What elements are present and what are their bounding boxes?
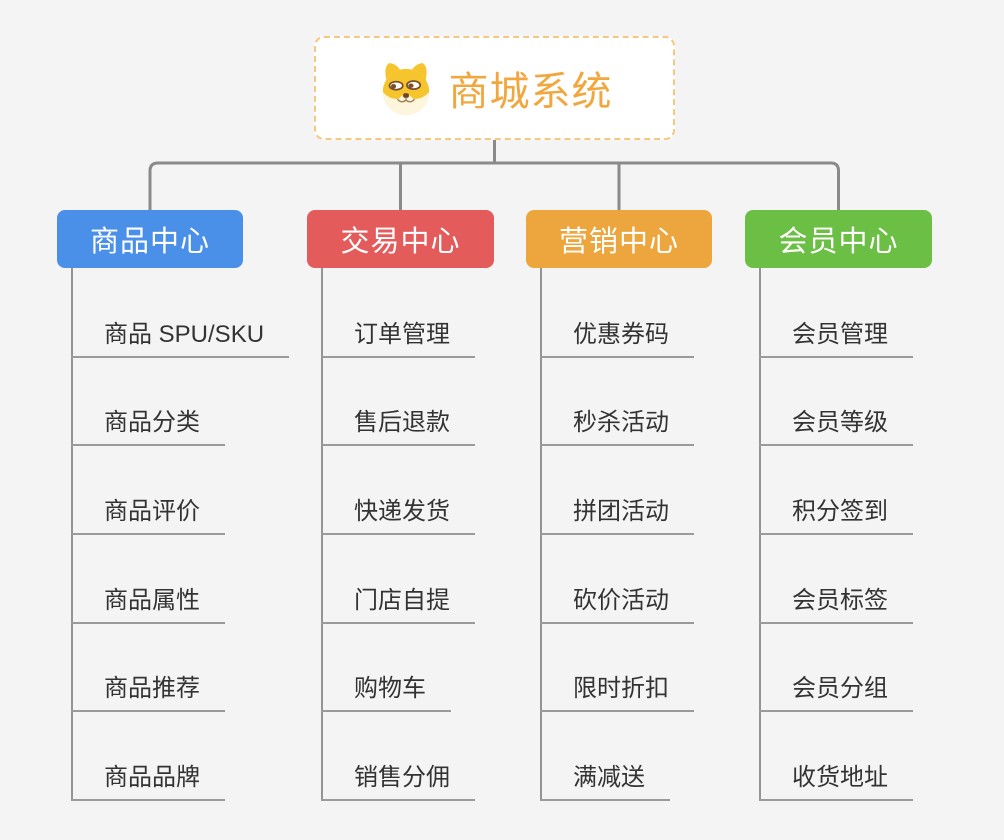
leaf-node[interactable]: 销售分佣	[321, 762, 475, 801]
leaf-node[interactable]: 快递发货	[321, 496, 475, 535]
leaf-node[interactable]: 会员标签	[759, 585, 913, 624]
leaf-node[interactable]: 拼团活动	[540, 496, 694, 535]
root-title: 商城系统	[448, 70, 613, 114]
branch-node-trade-center[interactable]: 交易中心	[307, 210, 494, 268]
leaf-node[interactable]: 收货地址	[759, 762, 913, 801]
leaf-node[interactable]: 购物车	[321, 673, 451, 712]
leaf-node[interactable]: 商品推荐	[71, 673, 225, 712]
leaf-node[interactable]: 商品 SPU/SKU	[71, 319, 290, 358]
leaf-node[interactable]: 商品属性	[71, 585, 225, 624]
leaf-node[interactable]: 商品评价	[71, 496, 225, 535]
leaf-node[interactable]: 订单管理	[321, 319, 475, 358]
leaf-node[interactable]: 售后退款	[321, 407, 475, 446]
branch-node-member-center[interactable]: 会员中心	[745, 210, 932, 268]
root-node[interactable]: 商城系统	[314, 36, 675, 140]
leaf-node[interactable]: 限时折扣	[540, 673, 694, 712]
leaf-node[interactable]: 商品品牌	[71, 762, 225, 801]
leaf-node[interactable]: 会员管理	[759, 319, 913, 358]
leaf-node[interactable]: 会员分组	[759, 673, 913, 712]
leaf-node[interactable]: 秒杀活动	[540, 407, 694, 446]
leaf-node[interactable]: 商品分类	[71, 407, 225, 446]
branch-node-marketing-center[interactable]: 营销中心	[526, 210, 712, 268]
leaf-node[interactable]: 门店自提	[321, 585, 475, 624]
leaf-node[interactable]: 满减送	[540, 762, 670, 801]
leaf-node[interactable]: 优惠券码	[540, 319, 694, 358]
branch-node-product-center[interactable]: 商品中心	[57, 210, 243, 268]
leaf-node[interactable]: 砍价活动	[540, 585, 694, 624]
dog-face-icon	[382, 63, 429, 116]
leaf-node[interactable]: 会员等级	[759, 407, 913, 446]
leaf-node[interactable]: 积分签到	[759, 496, 913, 535]
